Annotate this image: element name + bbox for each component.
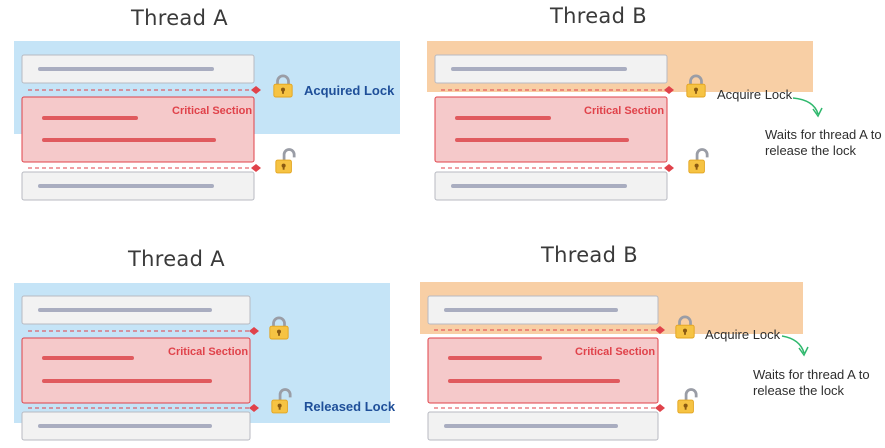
thread-title: Thread B xyxy=(541,243,638,267)
boundary-marker xyxy=(664,164,674,172)
boundary-marker xyxy=(251,86,261,94)
wait-arrow-head xyxy=(798,346,809,357)
wait-arrow-head xyxy=(812,107,823,118)
panel-thread-a-acquired: Thread A Critical Section Acquired Lock xyxy=(0,0,440,220)
boundary-marker xyxy=(249,327,259,335)
panel-graphics xyxy=(420,282,809,441)
lock-open-icon xyxy=(274,148,296,174)
thread-title: Thread B xyxy=(550,4,647,28)
wait-arrow xyxy=(792,97,819,115)
critical-section-label: Critical Section xyxy=(172,105,253,117)
boundary-marker xyxy=(251,164,261,172)
wait-note: Waits for thread A to release the lock xyxy=(765,127,882,158)
critical-section-label: Critical Section xyxy=(575,346,656,358)
panel-thread-b-waiting: Thread B Critical Section Acquire Lock W… xyxy=(420,240,870,448)
acquired-lock-label: Acquired Lock xyxy=(304,83,395,98)
boundary-marker xyxy=(664,86,674,94)
thread-title: Thread A xyxy=(128,247,225,271)
panel-thread-a-released: Thread A Critical Section Released Lock xyxy=(0,240,440,448)
released-lock-label: Released Lock xyxy=(304,399,396,414)
critical-section-block xyxy=(427,337,659,404)
boundary-marker xyxy=(249,404,259,412)
critical-section-label: Critical Section xyxy=(584,105,665,117)
panel-thread-b-waiting: Thread B Critical Section Acquire Lock W… xyxy=(420,0,882,220)
panel-graphics xyxy=(427,41,823,201)
boundary-marker xyxy=(655,404,665,412)
critical-section-label: Critical Section xyxy=(168,346,249,358)
wait-arrow xyxy=(781,335,805,354)
wait-note: Waits for thread A to release the lock xyxy=(753,367,870,398)
critical-section-block xyxy=(434,96,668,163)
panel-graphics xyxy=(14,41,400,201)
lock-open-icon xyxy=(687,148,709,174)
acquire-lock-label: Acquire Lock xyxy=(717,87,793,102)
boundary-marker xyxy=(655,326,665,334)
acquire-lock-label: Acquire Lock xyxy=(705,327,781,342)
critical-section-block xyxy=(21,337,251,404)
critical-section-block xyxy=(21,96,255,163)
thread-title: Thread A xyxy=(131,6,228,30)
panel-graphics xyxy=(14,283,390,441)
lock-open-icon xyxy=(676,388,698,414)
